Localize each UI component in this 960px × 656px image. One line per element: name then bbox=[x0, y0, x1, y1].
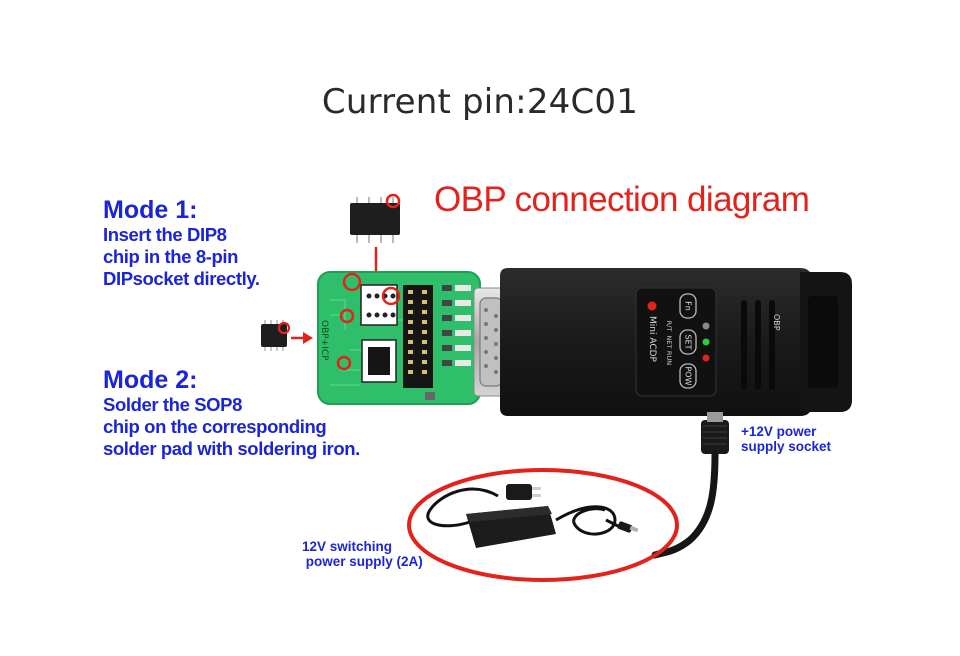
arrow-right-icon bbox=[291, 332, 313, 344]
dip8-chip-icon bbox=[350, 193, 401, 243]
current-pin-title: Current pin:24C01 bbox=[321, 82, 639, 122]
net-led-label: NET bbox=[665, 336, 673, 349]
obp-icp-adapter-board: OBP+ICP bbox=[317, 271, 481, 405]
run-led-label: RUN bbox=[665, 351, 673, 365]
diagram-title: OBP connection diagram bbox=[434, 180, 810, 219]
pow-button-label: POW bbox=[684, 366, 693, 385]
power-supply-label: 12V switching power supply (2A) bbox=[302, 539, 423, 569]
set-button bbox=[679, 329, 697, 355]
mode2-description: Solder the SOP8 chip on the correspondin… bbox=[103, 394, 360, 460]
mode1-line: DIPsocket directly. bbox=[103, 268, 260, 289]
mini-acdp-device: Fn SET POW R/T NET RUN Mini ACDP OBP bbox=[500, 268, 852, 416]
board-label: OBP+ICP bbox=[319, 320, 329, 361]
sop8-chip-icon bbox=[261, 320, 291, 351]
fn-button bbox=[679, 293, 697, 319]
power-socket-label: +12V power supply socket bbox=[741, 424, 831, 454]
pow-button bbox=[679, 363, 697, 389]
power-supply-highlight-oval bbox=[407, 468, 679, 582]
mode1-heading: Mode 1: bbox=[103, 196, 198, 224]
mode2-line: Solder the SOP8 bbox=[103, 394, 242, 415]
device-name: Mini ACDP bbox=[647, 316, 657, 363]
pin1-marker-circle bbox=[385, 193, 401, 209]
mode1-description: Insert the DIP8 chip in the 8-pin DIPsoc… bbox=[103, 224, 260, 290]
mode2-line: chip on the corresponding bbox=[103, 416, 327, 437]
power-socket-label-line: supply socket bbox=[741, 439, 832, 454]
power-adapter bbox=[426, 484, 639, 548]
power-cable bbox=[651, 412, 729, 559]
set-button-label: SET bbox=[684, 334, 693, 349]
power-supply-label-line: 12V switching bbox=[302, 539, 393, 554]
run-led bbox=[702, 354, 710, 362]
obp-port-label: OBP bbox=[772, 314, 781, 331]
mode2-heading: Mode 2: bbox=[103, 366, 198, 394]
net-led bbox=[702, 338, 710, 346]
fn-button-label: Fn bbox=[684, 301, 693, 311]
rt-led bbox=[702, 322, 710, 330]
db15-connector bbox=[473, 287, 509, 397]
power-supply-label-line: power supply (2A) bbox=[302, 554, 423, 569]
power-socket-label-line: +12V power bbox=[741, 424, 817, 439]
brand-logo-icon bbox=[647, 301, 657, 311]
mode2-line: solder pad with soldering iron. bbox=[103, 438, 360, 459]
rt-led-label: R/T bbox=[665, 321, 673, 332]
mode1-line: Insert the DIP8 bbox=[103, 224, 227, 245]
mode1-line: chip in the 8-pin bbox=[103, 246, 239, 267]
